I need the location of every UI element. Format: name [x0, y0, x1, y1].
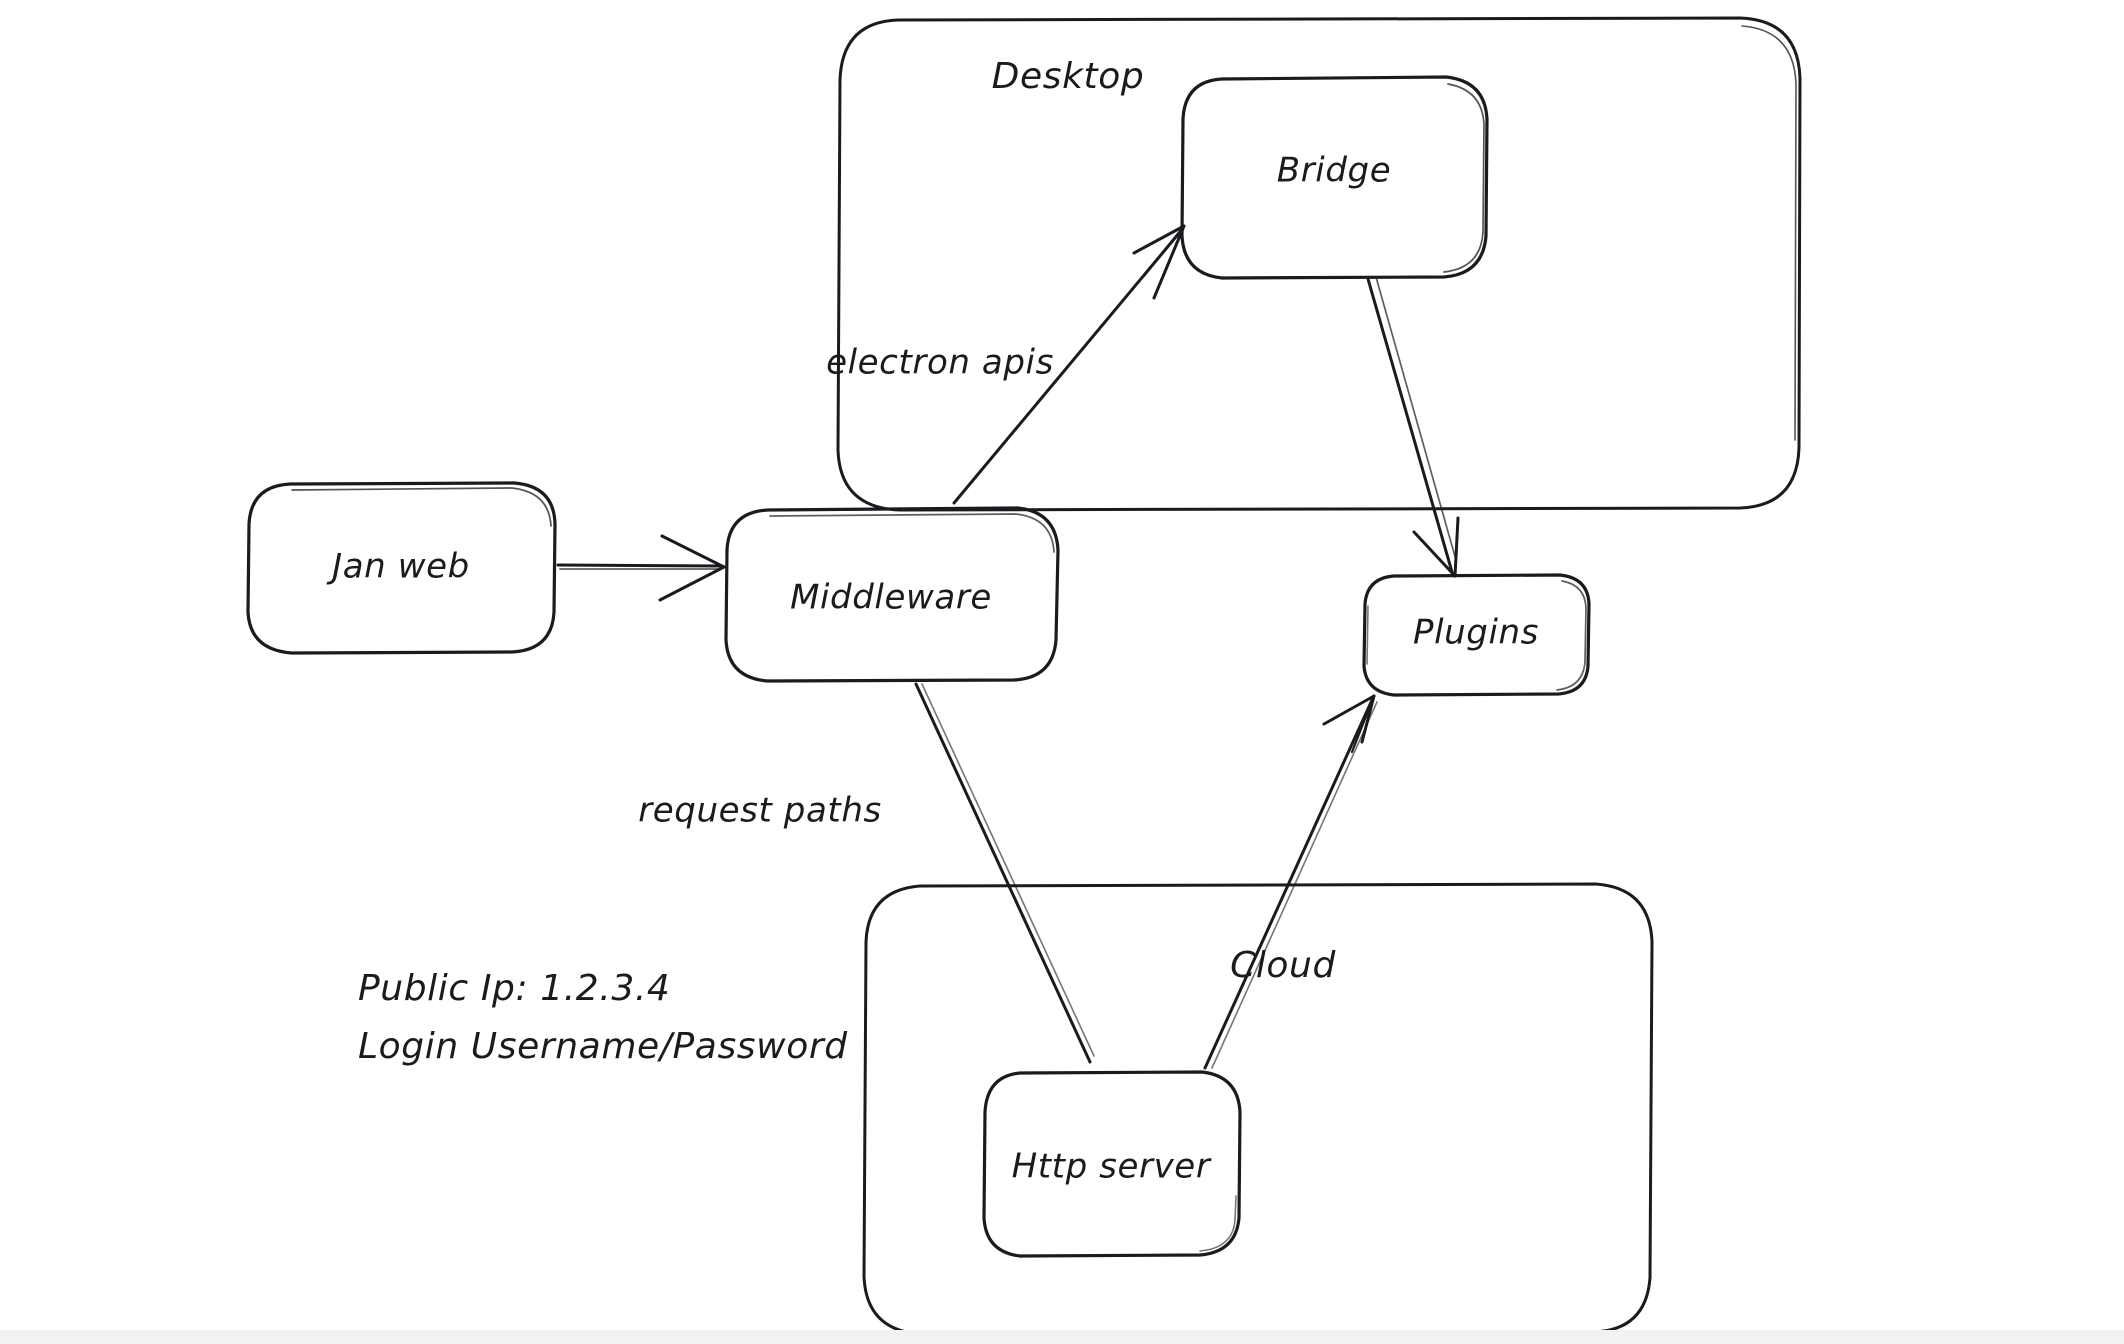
container-desktop[interactable]: Desktop [836, 16, 1802, 512]
node-label-jan-web: Jan web [326, 547, 470, 587]
node-bridge[interactable]: Bridge [1180, 75, 1489, 280]
node-label-plugins: Plugins [1413, 613, 1539, 653]
arrowhead-icon [1453, 516, 1460, 578]
edge-middleware-to-bridge[interactable]: electron apis [826, 224, 1186, 505]
edge-bridge-to-plugins[interactable] [1366, 276, 1460, 578]
note-line-login: Login Username/Password [358, 1026, 848, 1067]
arrowhead-icon [1412, 530, 1457, 578]
node-label-bridge: Bridge [1277, 151, 1391, 191]
node-label-middleware: Middleware [790, 578, 992, 618]
edge-janweb-to-middleware[interactable] [556, 534, 726, 602]
node-label-http-server: Http server [1012, 1147, 1212, 1187]
edge-label-electron-apis: electron apis [826, 343, 1054, 383]
edge-httpserver-to-plugins[interactable] [1203, 694, 1378, 1070]
arrowhead-icon [1132, 224, 1186, 255]
edge-label-request-paths: request paths [638, 791, 882, 831]
node-plugins[interactable]: Plugins [1362, 573, 1591, 697]
node-middleware[interactable]: Middleware [724, 506, 1060, 683]
arrowhead-icon [658, 565, 726, 602]
arrowhead-icon [1152, 224, 1186, 300]
arrowhead-icon [1142, 224, 1186, 278]
container-desktop-label: Desktop [992, 56, 1145, 97]
public-ip-note: Public Ip: 1.2.3.4 Login Username/Passwo… [358, 968, 848, 1067]
container-cloud-label: Cloud [1230, 945, 1336, 986]
node-http-server[interactable]: Http server [982, 1070, 1242, 1258]
note-line-public-ip: Public Ip: 1.2.3.4 [358, 968, 670, 1009]
bottom-edge-strip [0, 1330, 2124, 1344]
arrowhead-icon [1322, 694, 1376, 726]
node-jan-web[interactable]: Jan web [246, 481, 557, 655]
edge-middleware-to-httpserver[interactable]: request paths [638, 682, 1095, 1064]
arrowhead-icon [1350, 694, 1376, 754]
arrowhead-icon [660, 534, 726, 569]
